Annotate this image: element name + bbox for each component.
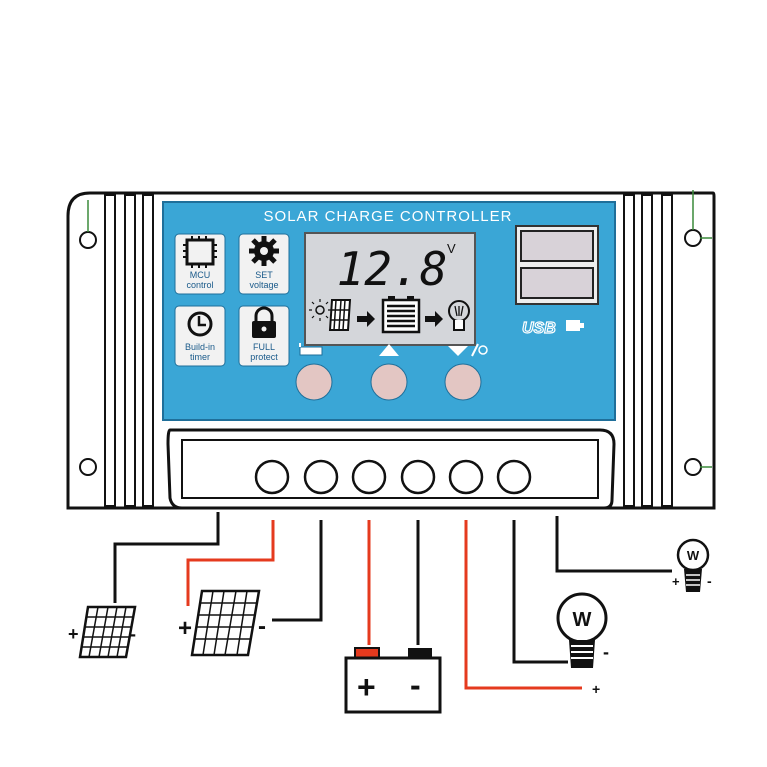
- clock-icon: [187, 311, 213, 337]
- down-triangle-icon: [448, 343, 488, 357]
- small-lamp-icon: W + -: [672, 538, 712, 592]
- lock-icon: [252, 306, 276, 338]
- battery-icon: + -: [344, 647, 442, 714]
- feature-line-1: FULL: [253, 342, 275, 352]
- mount-hole-top-right: [684, 229, 702, 247]
- terminal-block: [166, 428, 616, 510]
- load-positive-sign: +: [672, 574, 680, 589]
- lamp-letter: W: [687, 548, 700, 563]
- battery-negative-sign: -: [410, 667, 421, 703]
- load-negative-sign: -: [603, 642, 609, 662]
- usb-plug-icon: [566, 320, 580, 331]
- battery-bars-icon: [381, 296, 421, 334]
- terminal-solar-negative: [254, 459, 290, 495]
- feature-full-protect: FULL protect: [238, 305, 290, 367]
- terminal-load-positive: [448, 459, 484, 495]
- up-triangle-icon: [379, 344, 399, 356]
- lcd-voltage-reading: 12.8: [337, 242, 448, 296]
- solar-negative-sign: -: [258, 613, 266, 640]
- feature-line-2: protect: [250, 352, 278, 362]
- mount-hole-bottom-right: [684, 458, 702, 476]
- feature-line-1: MCU: [190, 270, 211, 280]
- device-title: SOLAR CHARGE CONTROLLER: [264, 208, 513, 225]
- feature-set-voltage: SET voltage: [238, 233, 290, 295]
- down-button[interactable]: [444, 363, 482, 401]
- load-negative-sign: -: [707, 573, 712, 589]
- feature-line-1: SET: [255, 270, 273, 280]
- terminal-load-negative: [496, 459, 532, 495]
- lcd-display: 12.8 V: [304, 232, 476, 346]
- menu-symbol-icon: [299, 343, 323, 356]
- feature-line-1: Build-in: [185, 342, 215, 352]
- lcd-unit: V: [447, 241, 456, 256]
- feature-line-2: voltage: [249, 280, 278, 290]
- solar-positive-sign: +: [178, 615, 192, 642]
- usb-port: USB: [515, 225, 599, 338]
- terminal-battery-negative: [400, 459, 436, 495]
- battery-positive-sign: +: [357, 669, 376, 705]
- small-solar-panel: + -: [68, 605, 137, 659]
- feature-build-in-timer: Build-in timer: [174, 305, 226, 367]
- wires: [113, 512, 672, 690]
- arrow-right-icon: [357, 311, 375, 327]
- terminal-battery-positive: [351, 459, 387, 495]
- large-solar-panel: + -: [178, 589, 266, 657]
- terminal-solar-positive: [303, 459, 339, 495]
- solar-negative-sign: -: [130, 624, 136, 644]
- sun-panel-icon: [309, 299, 352, 331]
- feature-mcu-control: MCU control: [174, 233, 226, 295]
- mcu-chip-icon: [183, 236, 217, 268]
- up-button[interactable]: [370, 363, 408, 401]
- large-lamp-icon: W - +: [556, 592, 609, 697]
- load-positive-sign: +: [592, 681, 600, 697]
- lamp-letter: W: [573, 609, 592, 631]
- gear-icon: [249, 236, 279, 266]
- mount-hole-bottom-left: [79, 458, 97, 476]
- bulb-icon: [448, 300, 470, 331]
- usb-label: USB: [522, 320, 556, 337]
- arrow-right-icon: [425, 311, 443, 327]
- feature-line-2: control: [186, 280, 213, 290]
- mount-hole-top-left: [79, 231, 97, 249]
- solar-positive-sign: +: [68, 624, 79, 644]
- feature-line-2: timer: [190, 352, 210, 362]
- menu-button[interactable]: [295, 363, 333, 401]
